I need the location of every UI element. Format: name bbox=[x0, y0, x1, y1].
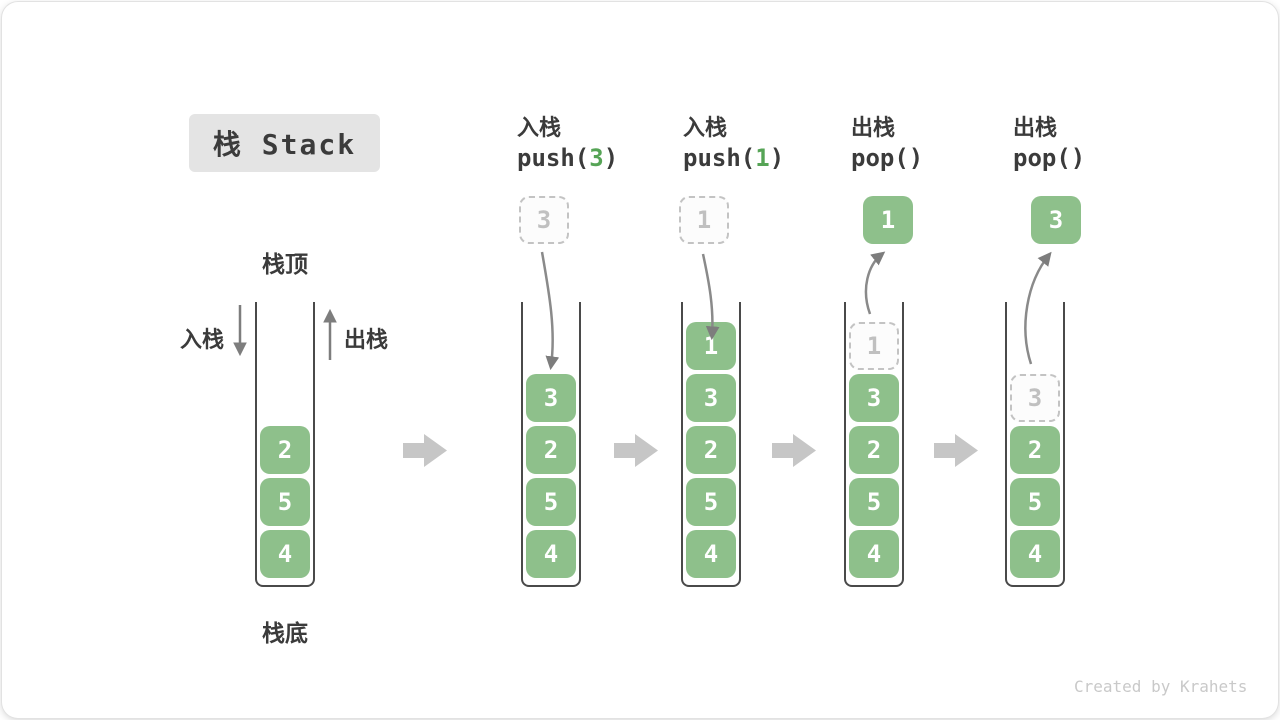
stack-container-push1: 1 3 2 5 4 bbox=[681, 302, 741, 587]
stack-block: 2 bbox=[1010, 426, 1060, 474]
code-label-push3: push(3) bbox=[517, 144, 618, 172]
code-prefix: pop( bbox=[851, 144, 909, 172]
stack-bottom-label: 栈底 bbox=[262, 621, 308, 647]
stack-block: 2 bbox=[526, 426, 576, 474]
stack-block: 5 bbox=[686, 478, 736, 526]
stack-block: 4 bbox=[260, 530, 310, 578]
stack-block: 3 bbox=[686, 374, 736, 422]
stack-block: 5 bbox=[526, 478, 576, 526]
stack-block: 3 bbox=[526, 374, 576, 422]
stack-block: 4 bbox=[526, 530, 576, 578]
stack-top-label: 栈顶 bbox=[262, 252, 308, 278]
step-arrow bbox=[614, 434, 658, 467]
stack-block: 5 bbox=[260, 478, 310, 526]
code-label-push1: push(1) bbox=[683, 144, 784, 172]
code-label-pop3: pop() bbox=[1013, 144, 1085, 172]
stack-block: 4 bbox=[686, 530, 736, 578]
code-prefix: pop( bbox=[1013, 144, 1071, 172]
incoming-value-box: 1 bbox=[679, 196, 729, 244]
stack-container-pop1: 1 3 2 5 4 bbox=[844, 302, 904, 587]
stack-block: 3 bbox=[849, 374, 899, 422]
op-label-pop1: 出栈 bbox=[851, 116, 896, 141]
stack-block: 2 bbox=[686, 426, 736, 474]
code-arg: 3 bbox=[589, 144, 604, 172]
code-suffix: ) bbox=[1070, 144, 1086, 172]
stack-block: 5 bbox=[849, 478, 899, 526]
stack-container-push3: 3 2 5 4 bbox=[521, 302, 581, 587]
stack-block: 1 bbox=[686, 322, 736, 370]
code-arg: 1 bbox=[755, 144, 770, 172]
code-prefix: push( bbox=[683, 144, 756, 172]
stack-block: 2 bbox=[260, 426, 310, 474]
step-arrow bbox=[403, 434, 447, 467]
op-label-pop3: 出栈 bbox=[1013, 116, 1058, 141]
popped-value-box: 1 bbox=[863, 196, 913, 244]
step-arrow bbox=[934, 434, 978, 467]
pop-out-label: 出栈 bbox=[344, 328, 389, 353]
code-prefix: push( bbox=[517, 144, 590, 172]
popped-value-box: 3 bbox=[1031, 196, 1081, 244]
op-label-push3: 入栈 bbox=[517, 116, 562, 141]
step-arrow bbox=[772, 434, 816, 467]
op-label-push1: 入栈 bbox=[683, 116, 728, 141]
stack-block: 5 bbox=[1010, 478, 1060, 526]
diagram-title: 栈 Stack bbox=[189, 114, 380, 172]
code-label-pop1: pop() bbox=[851, 144, 923, 172]
code-suffix: ) bbox=[603, 144, 619, 172]
stack-container-initial: 2 5 4 bbox=[255, 302, 315, 587]
stack-block: 4 bbox=[849, 530, 899, 578]
watermark: Created by Krahets bbox=[1074, 677, 1248, 696]
stack-block-ghost: 1 bbox=[849, 322, 899, 370]
push-in-label: 入栈 bbox=[180, 328, 225, 353]
stack-block: 2 bbox=[849, 426, 899, 474]
stack-container-pop3: 3 2 5 4 bbox=[1005, 302, 1065, 587]
incoming-value-box: 3 bbox=[519, 196, 569, 244]
diagram-title-text: 栈 Stack bbox=[212, 128, 357, 161]
stack-block-ghost: 3 bbox=[1010, 374, 1060, 422]
code-suffix: ) bbox=[769, 144, 785, 172]
code-suffix: ) bbox=[908, 144, 924, 172]
stack-block: 4 bbox=[1010, 530, 1060, 578]
